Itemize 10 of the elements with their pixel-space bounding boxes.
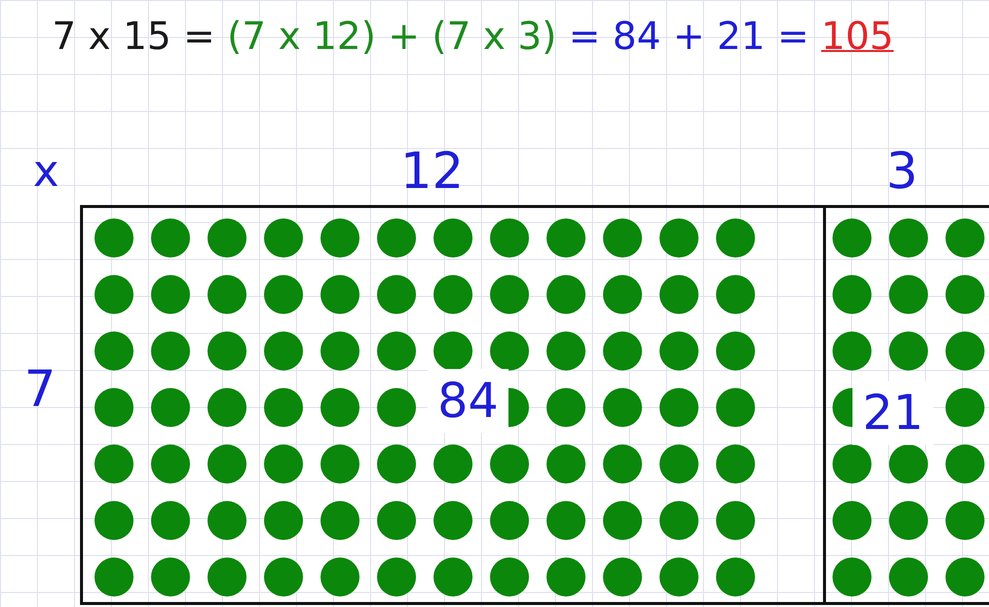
equation-term: 7 x 15 = (52, 14, 216, 58)
equation-term: 105 (821, 14, 894, 58)
equation-term: (7 x 12) + (7 x 3) (227, 14, 557, 58)
multiplication-sign: x (32, 150, 60, 194)
dimension-label: 3 (886, 146, 918, 196)
dimension-label: 7 (24, 364, 56, 414)
product-label: 84 (427, 369, 509, 433)
product-label: 21 (852, 381, 934, 445)
dimension-label: 12 (400, 146, 464, 196)
equation-term: = 84 + 21 = (568, 14, 810, 58)
